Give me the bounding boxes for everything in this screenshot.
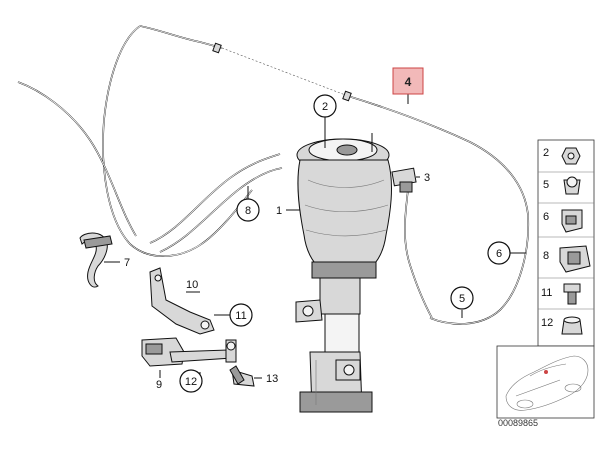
callout-13[interactable]: 13	[266, 373, 278, 385]
callout-4-label: 4	[405, 75, 412, 89]
callout-1-label: 1	[276, 205, 282, 217]
callout-10-label: 10	[186, 279, 198, 291]
side-panel-item-5[interactable]: 5	[543, 176, 581, 195]
callout-10[interactable]: 10	[186, 279, 198, 291]
side-panel-item-2-label: 2	[543, 147, 549, 159]
callout-6[interactable]: 6	[487, 241, 511, 265]
callout-5[interactable]: 5	[450, 286, 474, 310]
bolt-icon	[563, 283, 581, 293]
callout-13-label: 13	[266, 373, 278, 385]
height-sensor-assembly	[141, 267, 255, 387]
side-panel: 2 5 6 8 11 12	[537, 139, 595, 347]
callout-5-label: 5	[459, 293, 465, 305]
side-panel-item-12-label: 12	[541, 317, 553, 329]
side-panel-item-2[interactable]: 2	[543, 147, 581, 165]
air-line-5	[404, 189, 433, 319]
callout-8-label: 8	[245, 205, 251, 217]
callout-2-label: 2	[322, 101, 328, 113]
side-panel-item-11-label: 11	[541, 287, 552, 299]
location-marker-icon	[544, 370, 548, 374]
callout-12[interactable]: 12	[179, 369, 203, 393]
callout-6-label: 6	[496, 248, 502, 260]
side-panel-item-6-label: 6	[543, 211, 549, 223]
air-line-4	[102, 25, 530, 325]
clamp-7	[79, 232, 113, 288]
air-line-8	[17, 81, 283, 253]
side-panel-item-5-label: 5	[543, 179, 549, 191]
callout-12-label: 12	[185, 376, 197, 388]
drawing-number: 00089865	[498, 418, 538, 428]
callout-7-label: 7	[124, 257, 130, 269]
callout-3-label: 3	[424, 172, 430, 184]
side-panel-item-8[interactable]: 8	[543, 245, 591, 273]
side-panel-item-12[interactable]: 12	[541, 316, 583, 335]
callout-4-highlighted[interactable]: 4	[392, 67, 424, 95]
callout-1[interactable]: 1	[276, 205, 282, 217]
vehicle-locator	[496, 345, 595, 419]
callout-7[interactable]: 7	[124, 257, 130, 269]
valve-3	[391, 167, 417, 193]
callout-8[interactable]: 8	[236, 198, 260, 222]
side-panel-item-6[interactable]: 6	[543, 209, 583, 233]
callout-9[interactable]: 9	[156, 379, 162, 391]
side-panel-item-11[interactable]: 11	[541, 283, 581, 305]
callout-2[interactable]: 2	[313, 94, 337, 118]
callout-11-label: 11	[235, 310, 246, 322]
car-outline-icon	[505, 355, 589, 411]
callout-9-label: 9	[156, 379, 162, 391]
leader-lines	[104, 86, 526, 380]
air-strut	[295, 120, 392, 413]
callout-11[interactable]: 11	[229, 303, 253, 327]
side-panel-item-8-label: 8	[543, 250, 549, 262]
callout-3[interactable]: 3	[424, 172, 430, 184]
